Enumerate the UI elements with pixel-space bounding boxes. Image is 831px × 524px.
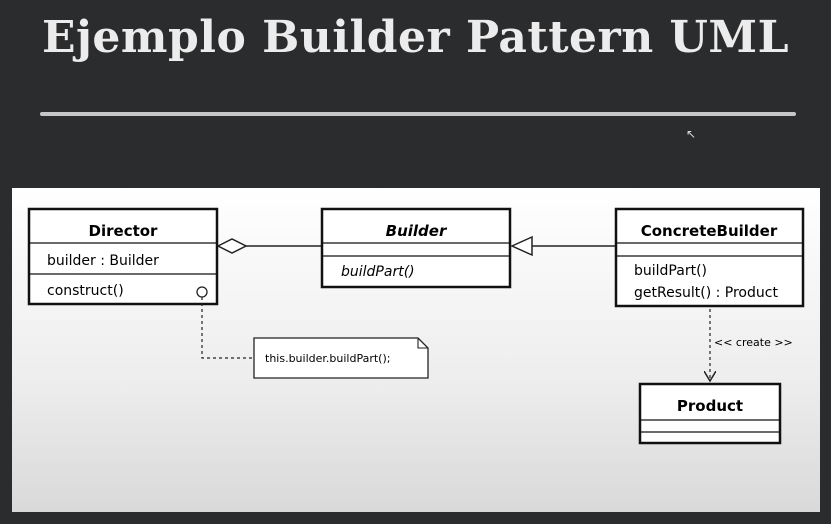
create-label: << create >> — [714, 336, 793, 349]
slide-title: Ejemplo Builder Pattern UML — [41, 12, 790, 63]
uml-diagram-panel: Director builder : Builder construct() B… — [12, 188, 820, 512]
concrete-builder-operation-2: getResult() : Product — [634, 285, 778, 301]
generalization-connector — [510, 235, 616, 257]
director-class[interactable]: Director builder : Builder construct() — [27, 207, 219, 306]
concrete-builder-class[interactable]: ConcreteBuilder buildPart() getResult() … — [614, 207, 805, 308]
title-underline — [40, 112, 796, 116]
note-box: this.builder.buildPart(); — [253, 337, 429, 379]
builder-name: Builder — [386, 222, 448, 240]
builder-class[interactable]: Builder buildPart() — [320, 207, 512, 289]
note-anchor-icon — [196, 286, 208, 298]
product-class[interactable]: Product — [638, 382, 782, 445]
builder-operation: buildPart() — [341, 264, 415, 280]
create-dependency-connector: << create >> — [710, 309, 793, 381]
director-attribute: builder : Builder — [47, 253, 159, 269]
note-text: this.builder.buildPart(); — [265, 352, 390, 365]
aggregation-connector — [216, 238, 322, 254]
director-operation: construct() — [47, 283, 124, 299]
concrete-builder-operation-1: buildPart() — [634, 263, 707, 279]
mouse-pointer-icon: ↖ — [686, 127, 697, 141]
product-name: Product — [677, 397, 743, 415]
concrete-builder-name: ConcreteBuilder — [641, 222, 778, 240]
director-name: Director — [89, 222, 159, 240]
note-connector — [201, 297, 254, 359]
